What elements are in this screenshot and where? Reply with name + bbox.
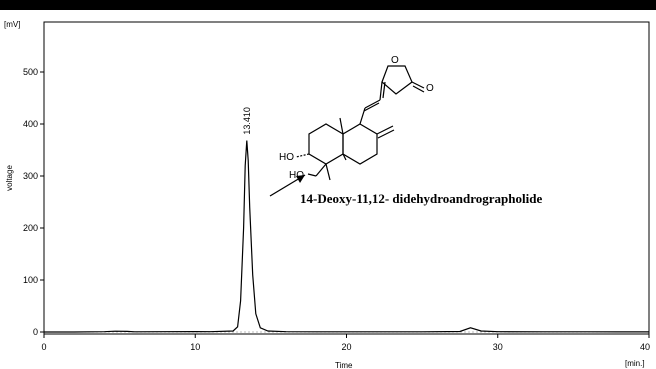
x-tick-label-4: 40 xyxy=(640,342,650,352)
y-tick-label-5: 500 xyxy=(23,67,38,77)
y-tick-label-4: 400 xyxy=(23,119,38,129)
x-axis-ticks: 0 10 20 30 40 xyxy=(41,334,650,352)
x-tick-label-2: 20 xyxy=(341,342,351,352)
chemical-structure xyxy=(295,65,425,181)
y-axis-unit: [mV] xyxy=(4,20,20,29)
y-tick-label-2: 200 xyxy=(23,223,38,233)
atom-label-carbonyl-o: O xyxy=(426,83,434,94)
peak-label: 13.410 xyxy=(242,107,252,135)
series-line xyxy=(44,140,649,333)
y-tick-label-3: 300 xyxy=(23,171,38,181)
x-tick-label-1: 10 xyxy=(190,342,200,352)
atom-label-ho-1: HO xyxy=(279,152,294,163)
x-tick-label-0: 0 xyxy=(41,342,46,352)
plot-frame xyxy=(43,21,650,335)
y-axis-ticks: 0 100 200 300 400 500 xyxy=(23,67,44,337)
y-tick-label-1: 100 xyxy=(23,275,38,285)
compound-name: 14-Deoxy-11,12- didehydroandrographolide xyxy=(300,191,542,206)
x-tick-label-3: 30 xyxy=(493,342,503,352)
x-axis-unit: [min.] xyxy=(625,359,645,368)
atom-label-ring-o: O xyxy=(391,55,399,66)
y-axis-label: voltage xyxy=(5,165,14,191)
header-bar xyxy=(0,0,656,10)
y-tick-label-0: 0 xyxy=(33,327,38,337)
arrow-head xyxy=(296,175,305,183)
x-axis-label: Time xyxy=(335,361,353,369)
atom-label-ho-2: HO xyxy=(289,170,304,181)
